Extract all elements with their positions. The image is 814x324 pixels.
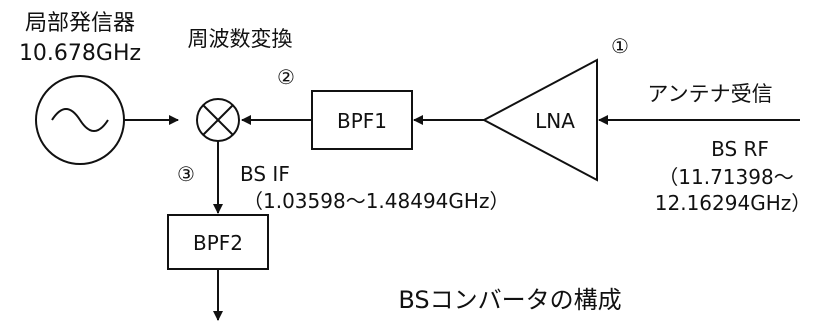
frequency-conversion-label: 周波数変換 (188, 27, 293, 51)
marker-1: ① (611, 34, 629, 58)
bpf2-label: BPF2 (193, 231, 243, 255)
diagram-caption: BSコンバータの構成 (398, 286, 621, 314)
local-oscillator-label: 局部発信器 (25, 11, 135, 36)
if-range-label: （1.03598～1.48494GHz） (243, 189, 509, 213)
rf-range-line1: （11.71398～ (658, 165, 793, 189)
lna-label: LNA (535, 109, 575, 133)
sine-wave-icon (51, 108, 109, 132)
bpf1-label: BPF1 (337, 109, 387, 133)
marker-2: ② (277, 65, 295, 89)
bs-rf-label: BS RF (711, 137, 769, 161)
rf-range-line2: 12.16294GHz） (655, 191, 811, 215)
antenna-reception-label: アンテナ受信 (647, 82, 772, 106)
lo-frequency-label: 10.678GHz (19, 41, 141, 66)
bs-if-label: BS IF (240, 162, 290, 186)
mixer-cross-b (202, 104, 234, 136)
lna-amplifier (481, 58, 598, 182)
marker-3: ③ (177, 162, 195, 186)
